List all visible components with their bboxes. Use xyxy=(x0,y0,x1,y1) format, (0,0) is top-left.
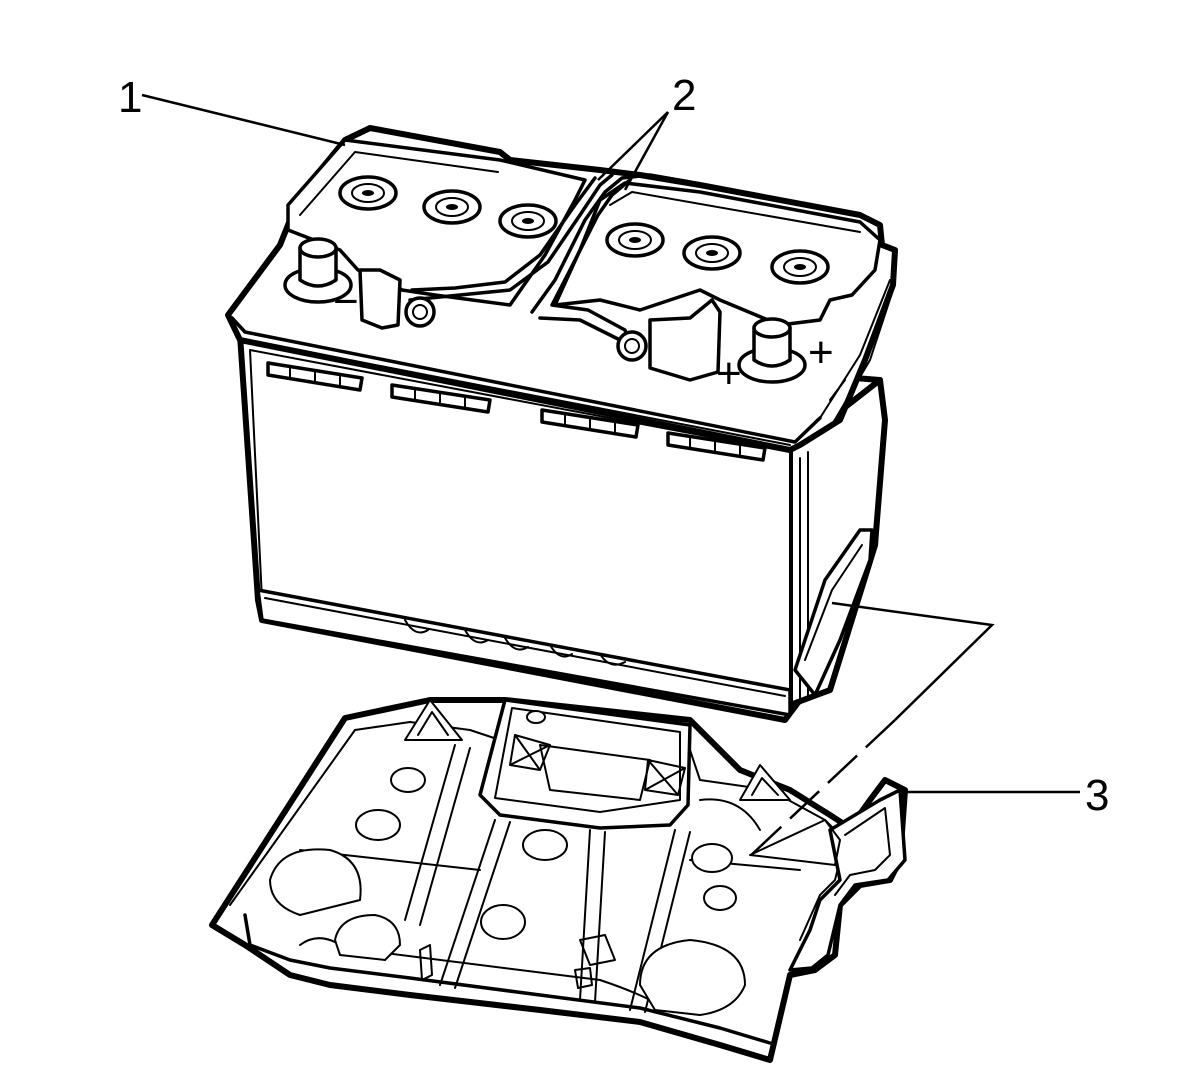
tray-hole xyxy=(355,809,401,841)
alignment-line-top xyxy=(831,601,995,721)
tray-center-step xyxy=(539,744,651,801)
tray-hole xyxy=(703,885,737,911)
terminal-post-top xyxy=(298,237,338,259)
battery-tray xyxy=(209,697,908,1063)
tray-hole xyxy=(522,829,568,861)
leader-2a xyxy=(597,111,669,181)
tray-slot xyxy=(574,967,593,989)
leader-1 xyxy=(141,93,346,147)
tray-hole xyxy=(480,904,526,940)
tray-recess-left-front xyxy=(334,914,401,961)
terminal-post-top xyxy=(752,317,792,339)
battery-lid-lip-inner xyxy=(244,339,791,446)
tray-recess-left xyxy=(269,848,362,916)
tray-slot xyxy=(579,934,616,966)
tray-corner-tab-left xyxy=(404,699,463,741)
battery-foot-notches xyxy=(404,619,626,666)
callout-2: 2 xyxy=(672,71,696,120)
lid-vent-grilles xyxy=(266,361,851,462)
lid-section-left-edge xyxy=(299,151,499,216)
battery: − + + xyxy=(225,125,898,723)
tray-rib-center-right xyxy=(579,829,606,1003)
tray-center-well xyxy=(478,698,692,830)
tray-front-lip xyxy=(243,913,772,1045)
lid-section-right-edge xyxy=(609,191,861,233)
vent-cover-strip-right-outer xyxy=(530,173,692,314)
battery-base-rim-line xyxy=(264,597,786,697)
tray-hole xyxy=(390,767,426,793)
terminal-block-right xyxy=(648,298,722,382)
callout-3: 3 xyxy=(1085,771,1109,820)
negative-mark: − xyxy=(333,277,359,326)
tray-recess-right xyxy=(639,939,746,1016)
positive-terminal: + + xyxy=(716,317,834,398)
leader-lines xyxy=(141,93,1080,859)
positive-mark-side: + xyxy=(808,328,834,377)
vent-plug-right xyxy=(616,330,648,362)
callout-labels: 1 2 3 xyxy=(118,71,1109,820)
tray-center-well-inner xyxy=(494,707,681,813)
positive-mark: + xyxy=(716,349,742,398)
tray-hole xyxy=(691,843,733,873)
alignment-line-dash xyxy=(747,719,896,859)
tray-rib-left xyxy=(404,744,471,926)
tray-locator-arrow xyxy=(749,819,841,866)
leader-2b xyxy=(623,111,670,191)
tray-recess-right-bottom xyxy=(699,798,761,831)
terminal-block-left xyxy=(358,268,402,330)
tray-mount-bracket-inner xyxy=(834,807,891,896)
callout-1: 1 xyxy=(118,73,142,122)
battery-vent-covers xyxy=(408,173,692,347)
tray-slot xyxy=(419,944,433,981)
vent-caps xyxy=(338,175,830,285)
tray-strut-left xyxy=(509,734,551,771)
vent-plug-left xyxy=(404,296,436,328)
battery-side-handle xyxy=(793,528,874,697)
vent-cover-strip-left-outer xyxy=(410,176,597,292)
tray-hole xyxy=(526,710,546,724)
tray-mount-bracket xyxy=(788,788,907,972)
negative-terminal: − xyxy=(283,237,359,326)
battery-lid-lip xyxy=(230,316,822,444)
vent-cover-strip-left xyxy=(408,173,614,302)
tray-front-lip-inner xyxy=(299,937,651,1001)
tray-strut-right xyxy=(644,759,686,796)
tray-rib-center-left xyxy=(439,819,511,989)
vent-cover-strip-right xyxy=(538,178,632,347)
